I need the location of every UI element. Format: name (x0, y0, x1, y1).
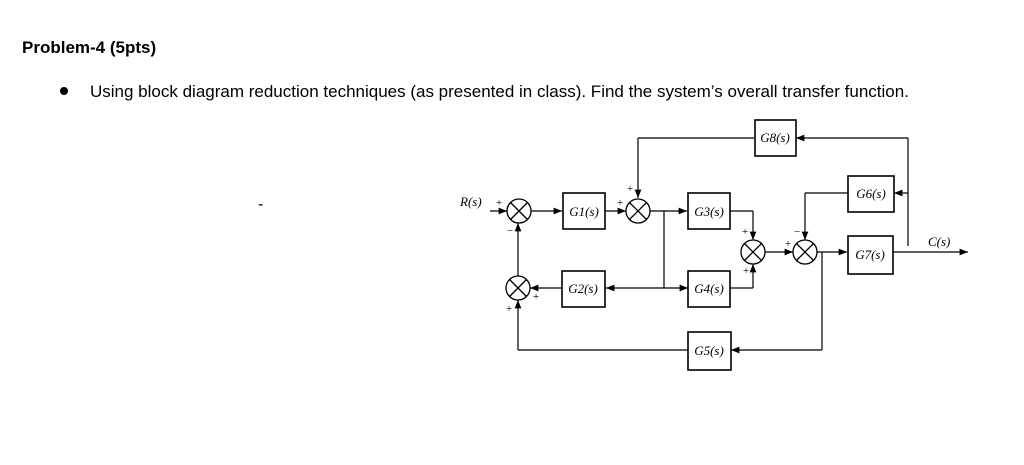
sign-s3-plus-top: + (741, 226, 748, 238)
block-g4-label: G4(s) (694, 281, 724, 296)
block-g6-label: G6(s) (856, 186, 886, 201)
block-g7 (847, 235, 894, 275)
block-g3 (687, 192, 731, 230)
block-g5-label: G5(s) (694, 343, 724, 358)
instruction-bullet: Using block diagram reduction techniques… (60, 82, 909, 102)
sign-s4-plus: + (784, 238, 791, 250)
summing-junction-5 (505, 275, 531, 301)
problem-heading: Problem-4 (5pts) (22, 38, 157, 57)
sign-s2-plus-top: + (626, 183, 633, 195)
summing-junction-1 (506, 198, 532, 224)
block-g1-label: G1(s) (569, 204, 599, 219)
stray-mark: - (258, 196, 264, 213)
sign-s2-plus-left: + (616, 197, 623, 209)
instruction-text: Using block diagram reduction techniques… (90, 82, 909, 101)
bullet-icon (60, 86, 68, 95)
block-g1 (562, 192, 606, 230)
output-label: C(s) (928, 234, 950, 249)
block-g6 (847, 175, 895, 213)
block-g8-label: G8(s) (760, 130, 790, 145)
sign-s4-minus: − (793, 226, 800, 238)
summing-junction-4 (792, 239, 818, 265)
block-g8 (754, 119, 797, 157)
sign-s5-plus-bottom: + (505, 303, 512, 315)
block-g2 (561, 270, 606, 308)
input-label: R(s) (459, 194, 482, 209)
summing-junction-2 (625, 198, 651, 224)
sign-s5-plus-right: + (532, 291, 539, 303)
block-g7-label: G7(s) (855, 247, 885, 262)
block-g3-label: G3(s) (694, 204, 724, 219)
summing-junction-3 (740, 239, 766, 265)
sign-s1-minus: − (506, 225, 513, 237)
block-g2-label: G2(s) (568, 281, 598, 296)
sign-s1-plus: + (495, 197, 502, 209)
sign-s3-plus-bottom: + (742, 265, 749, 277)
block-g4 (687, 270, 731, 308)
block-g5 (687, 331, 732, 371)
